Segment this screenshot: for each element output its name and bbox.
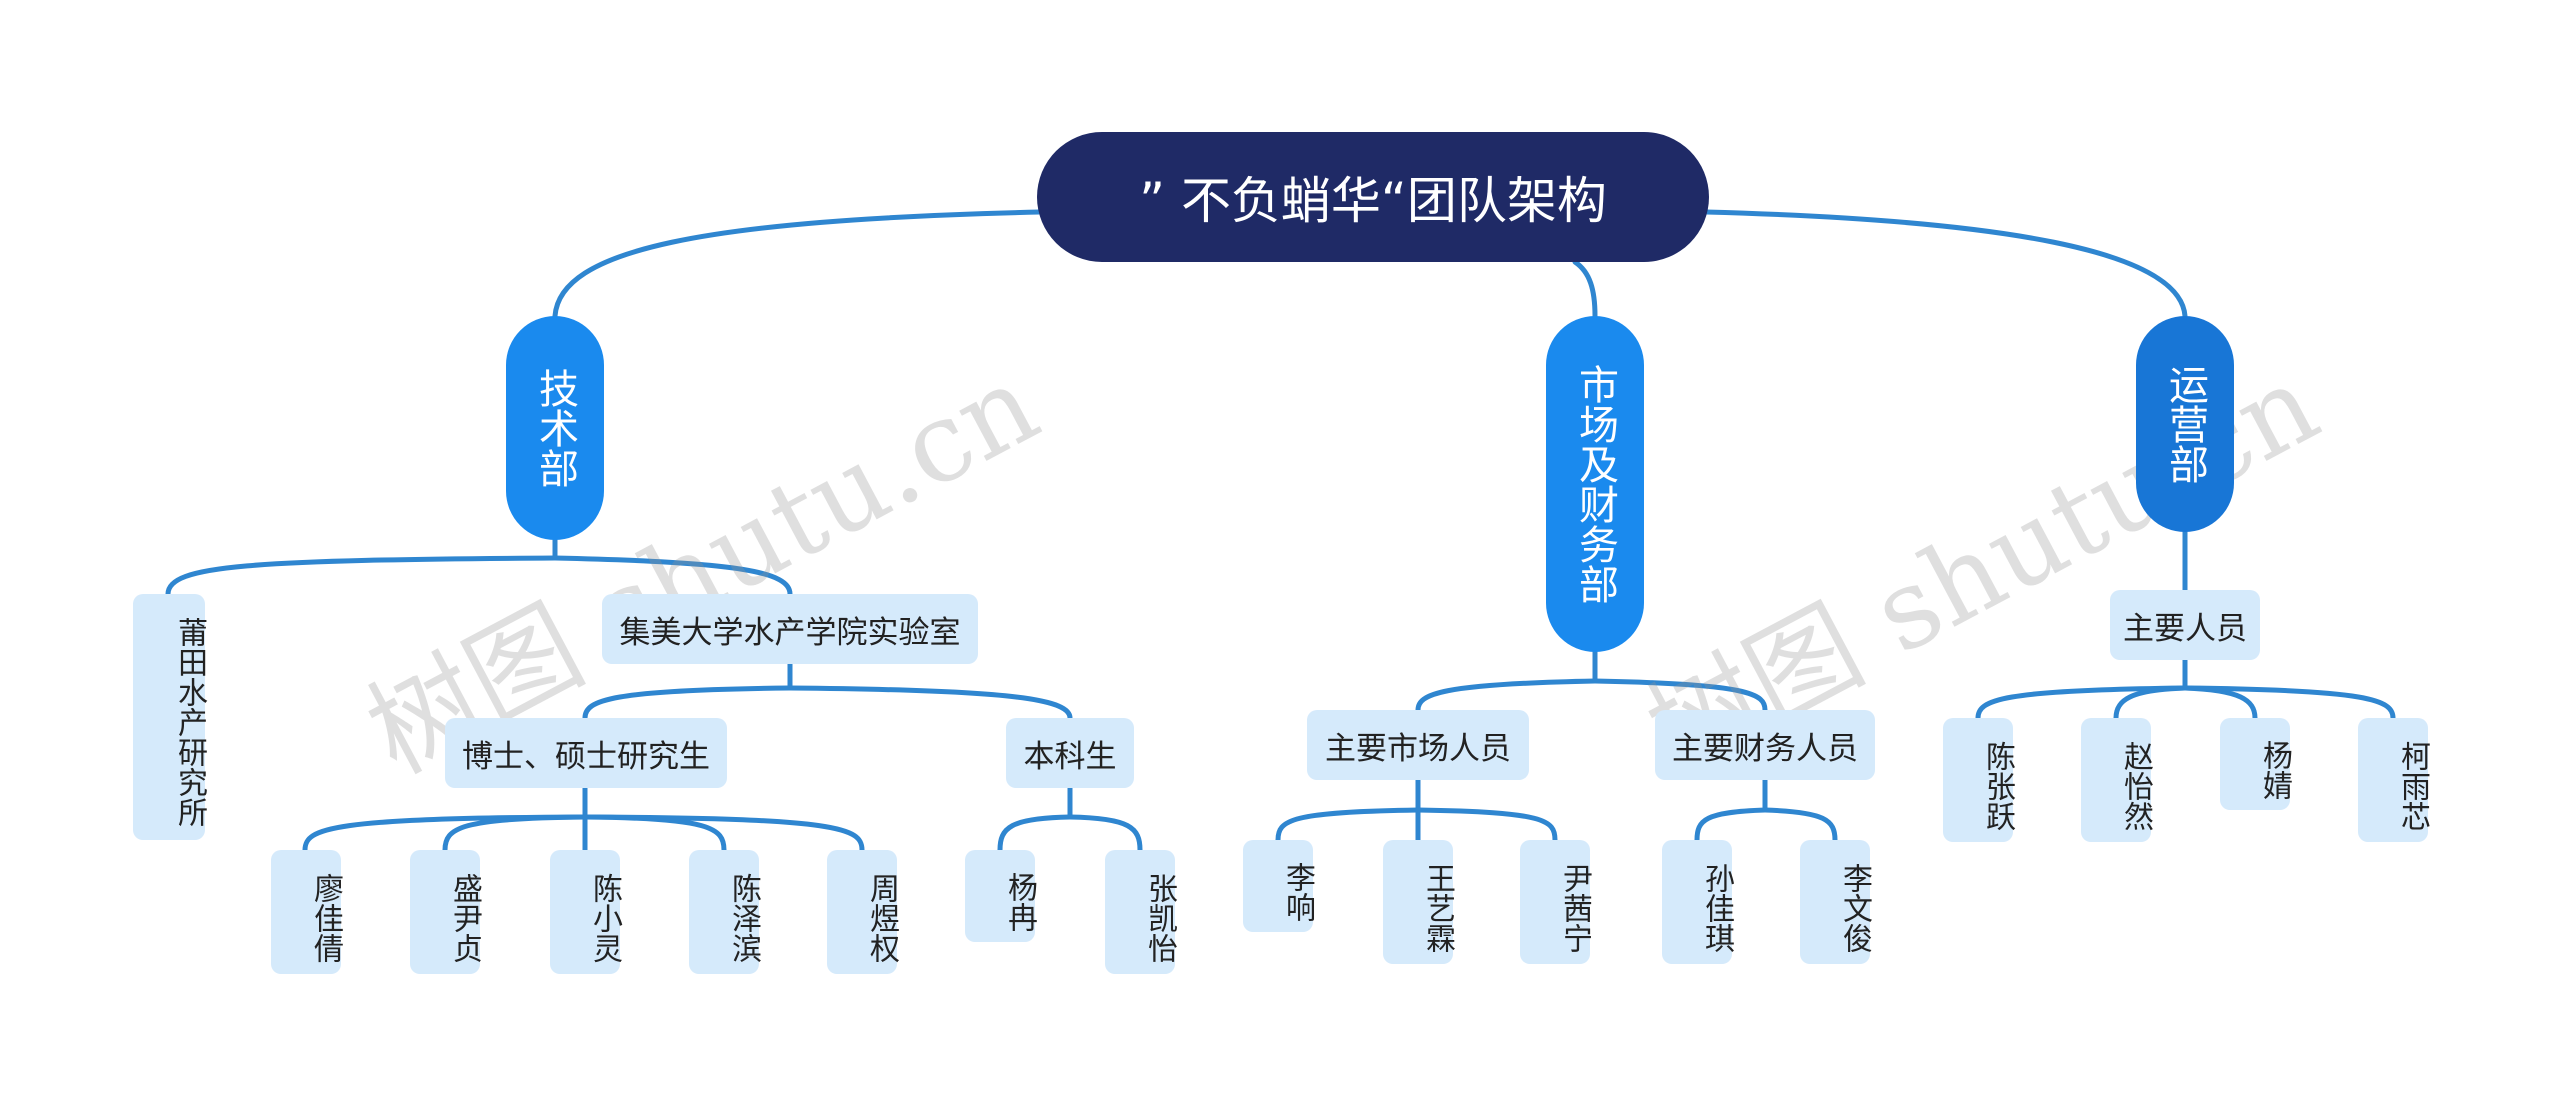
marketing-staff-node[interactable]: 主要市场人员 [1307,710,1529,780]
putian-institute-node[interactable]: 莆田水产研究所 [133,594,207,840]
link-mk-m1 [1275,807,1421,843]
root-title-node[interactable]: ” 不负蛸华“团队架构 [1037,132,1709,262]
member-node[interactable]: 柯雨芯 [2358,718,2430,842]
link-ops-m2 [2113,685,2188,721]
member-node[interactable]: 孙佳琪 [1662,840,1734,964]
undergrad-node[interactable]: 本科生 [1006,718,1134,788]
finance-staff-node[interactable]: 主要财务人员 [1655,710,1875,780]
link-grad-m5 [582,814,865,853]
jimei-lab-node[interactable]: 集美大学水产学院实验室 [602,594,978,664]
link-jimei-undergrad [787,685,1073,721]
member-node[interactable]: 盛尹贞 [410,850,482,974]
member-node[interactable]: 李响 [1243,840,1315,932]
link-ops-m3 [2182,685,2258,721]
link-mk-m3 [1415,807,1558,843]
link-grad-m4 [582,814,727,853]
member-node[interactable]: 杨婧 [2220,718,2292,810]
member-node[interactable]: 李文俊 [1800,840,1872,964]
link-ug-m2 [1067,814,1143,853]
link-market-marketing [1415,678,1598,713]
dept-ops-node[interactable]: 运营部 [2136,316,2234,532]
link-root-ops [1703,209,2188,319]
member-node[interactable]: 杨冉 [965,850,1037,942]
member-node[interactable]: 陈小灵 [550,850,622,974]
ops-main-staff-node[interactable]: 主要人员 [2110,590,2260,660]
link-jimei-grad [582,685,793,721]
link-grad-m1 [302,814,588,853]
member-node[interactable]: 王艺霖 [1383,840,1455,964]
grad-students-node[interactable]: 博士、硕士研究生 [445,718,727,788]
dept-tech-node[interactable]: 技术部 [506,316,604,540]
member-node[interactable]: 尹茜宁 [1520,840,1592,964]
link-fin-m1 [1694,807,1768,843]
link-fin-m2 [1762,807,1838,843]
link-tech-jimei [552,555,793,597]
member-node[interactable]: 廖佳倩 [271,850,343,974]
member-node[interactable]: 张凯怡 [1105,850,1177,974]
link-root-tech [552,209,1043,319]
link-ug-m1 [997,814,1073,853]
link-tech-putian [165,555,558,597]
link-root-market [1572,259,1598,319]
link-ops-m1 [1975,685,2188,721]
member-node[interactable]: 赵怡然 [2081,718,2153,842]
dept-market-node[interactable]: 市场及财务部 [1546,316,1644,652]
member-node[interactable]: 陈泽滨 [689,850,761,974]
member-node[interactable]: 周煜权 [827,850,899,974]
link-market-finance [1592,678,1768,713]
link-grad-m2 [442,814,588,853]
member-node[interactable]: 陈张跃 [1943,718,2015,842]
link-ops-m4 [2182,685,2396,721]
